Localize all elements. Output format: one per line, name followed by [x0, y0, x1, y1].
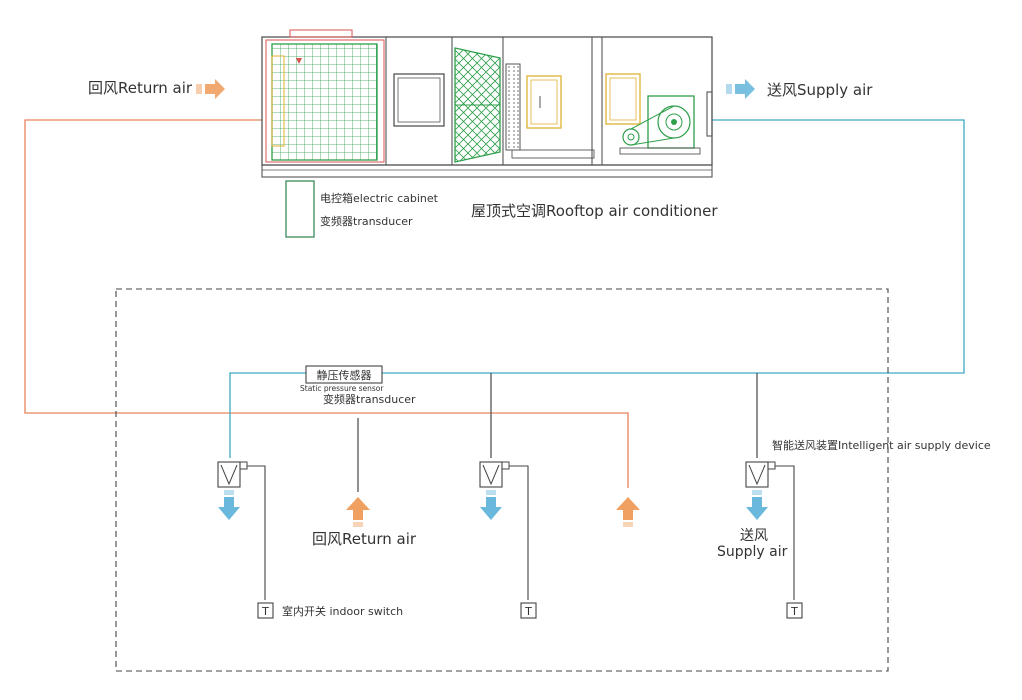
return-air-arrow-icon — [196, 79, 225, 99]
supply-air-duct — [229, 119, 965, 458]
return-air-duct — [24, 119, 629, 488]
supply-air-bottom-en: Supply air — [717, 544, 788, 560]
electric-cabinet-label: 电控箱electric cabinet — [320, 191, 439, 205]
indoor-zone — [115, 288, 889, 672]
supply-air-arrow-icon — [726, 79, 755, 99]
transducer-mid-label: 变频器transducer — [323, 392, 416, 406]
switch-symbol: T — [790, 605, 798, 618]
supply-air-bottom-cn: 送风 — [740, 528, 768, 544]
indoor-switch-3: T — [786, 602, 803, 619]
switch-symbol: T — [261, 605, 269, 618]
return-air-bottom-label: 回风Return air — [312, 530, 417, 548]
return-up-arrow-icon — [616, 497, 640, 527]
rooftop-unit — [261, 29, 713, 178]
indoor-switch-1: T — [257, 602, 274, 619]
return-up-arrow-icon — [346, 497, 370, 527]
rooftop-ac-label: 屋顶式空调Rooftop air conditioner — [471, 202, 718, 220]
air-supply-device-3 — [745, 461, 795, 600]
static-pressure-sensor — [305, 365, 383, 384]
switch-symbol: T — [524, 605, 532, 618]
supply-down-arrow-icon — [480, 490, 502, 520]
supply-down-arrow-icon — [218, 490, 240, 520]
indoor-switch-2: T — [520, 602, 537, 619]
intelligent-device-label: 智能送风装置Intelligent air supply device — [772, 438, 991, 452]
supply-air-label: 送风Supply air — [767, 81, 873, 99]
return-air-label: 回风Return air — [88, 79, 193, 97]
indoor-switch-label: 室内开关 indoor switch — [282, 604, 403, 618]
electric-cabinet-box — [285, 180, 315, 238]
static-sensor-label-cn: 静压传感器 — [317, 368, 372, 382]
air-supply-device-2 — [479, 461, 529, 600]
transducer-label: 变频器transducer — [320, 214, 413, 228]
supply-down-arrow-icon — [746, 490, 768, 520]
static-sensor-label-en: Static pressure sensor — [300, 384, 384, 393]
air-supply-device-1 — [217, 461, 266, 600]
